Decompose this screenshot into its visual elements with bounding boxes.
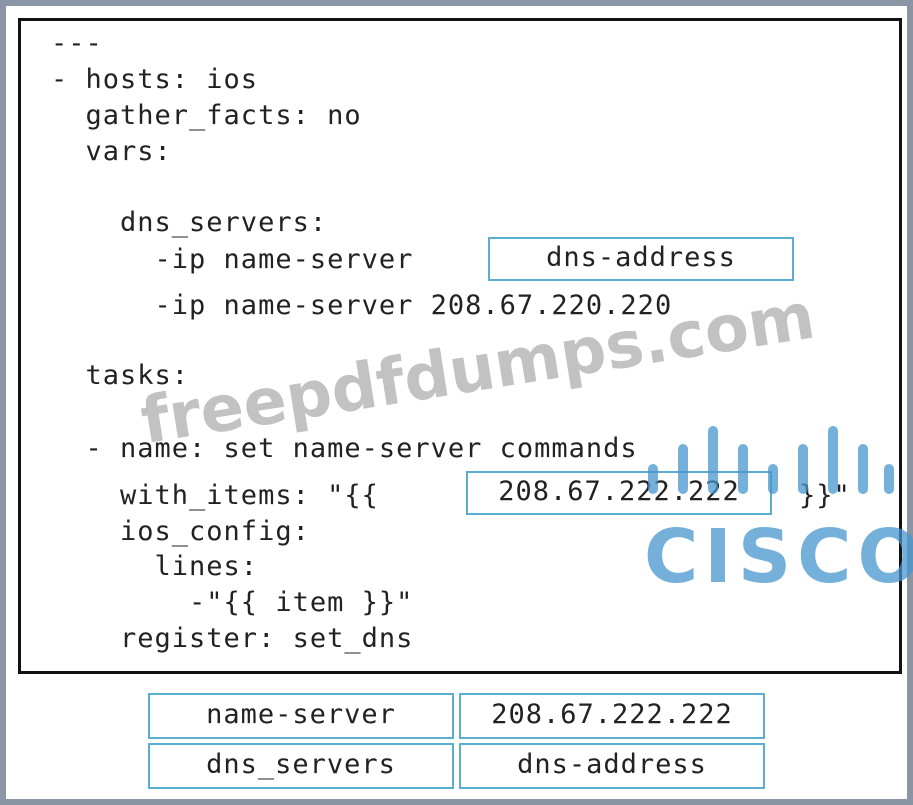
answer-tile-name-server[interactable]: name-server (148, 693, 454, 739)
ansible-playbook-panel: --- - hosts: ios gather_facts: no vars: … (18, 18, 902, 674)
code-line-13: -"{{ item }}" (51, 587, 414, 618)
code-line-11: ios_config: (51, 516, 310, 547)
code-line-6: -ip name-server (51, 244, 414, 275)
drop-target-dns-server[interactable]: dns-address (488, 237, 794, 281)
code-line-12: lines: (51, 551, 259, 582)
answer-tile-dns-address[interactable]: dns-address (459, 743, 765, 789)
code-line-8: tasks: (51, 360, 190, 391)
code-line-5: dns_servers: (51, 207, 328, 238)
code-line-10: with_items: "{{ (51, 480, 379, 511)
question-frame: --- - hosts: ios gather_facts: no vars: … (6, 6, 913, 799)
code-line-3: gather_facts: no (51, 100, 362, 131)
code-line-9: - name: set name-server commands (51, 433, 638, 464)
cisco-wordmark: CISCO (644, 514, 913, 600)
drop-target-with-items[interactable]: 208.67.222.222 (466, 471, 772, 515)
code-line-2: - hosts: ios (51, 64, 259, 95)
cisco-bridge-icon (648, 426, 894, 494)
answer-tile-dns-servers[interactable]: dns_servers (148, 743, 454, 789)
cisco-logo: CISCO (644, 426, 913, 600)
code-line-1: --- (51, 28, 103, 59)
code-line-7: -ip name-server 208.67.220.220 (51, 290, 673, 321)
code-line-14: register: set_dns (51, 623, 414, 654)
code-line-4: vars: (51, 136, 172, 167)
answer-tile-ip-address[interactable]: 208.67.222.222 (459, 693, 765, 739)
